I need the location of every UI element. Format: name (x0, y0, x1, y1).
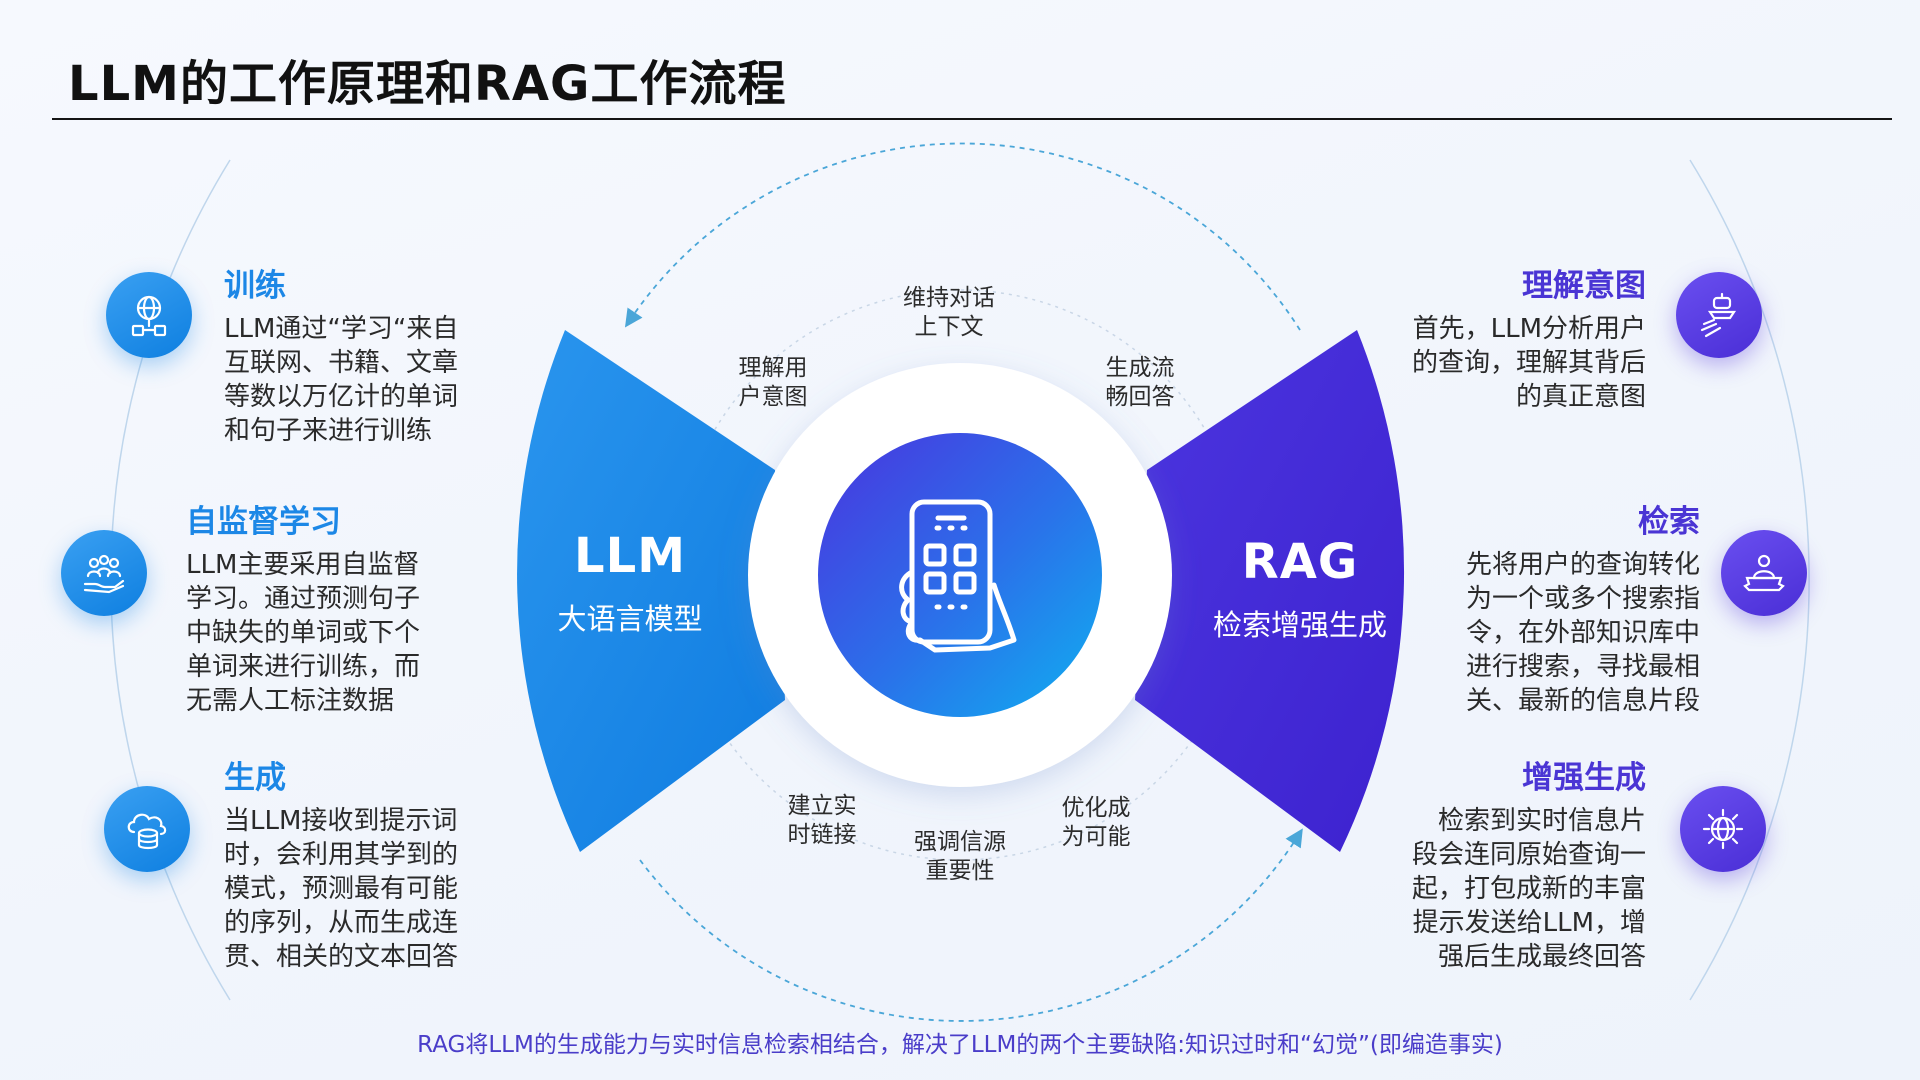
cycle-label: 维持对话 上下文 (903, 285, 995, 340)
step-heading: 自监督学习 (186, 504, 341, 540)
cycle-label: 生成流 畅回答 (1105, 355, 1175, 410)
rag-wing (1135, 330, 1405, 852)
footer-note: RAG将LLM的生成能力与实时信息检索相结合，解决了LLM的两个主要缺陷:知识过… (417, 1032, 1503, 1058)
step-heading: 训练 (224, 268, 286, 304)
cloud-database-icon (104, 786, 190, 872)
step-heading: 理解意图 (1522, 268, 1646, 304)
cycle-label: 强调信源 重要性 (914, 829, 1006, 884)
llm-subtitle: 大语言模型 (557, 602, 703, 636)
step-body: 先将用户的查询转化 为一个或多个搜索指 令，在外部知识库中 进行搜索，寻找最相 … (1465, 550, 1700, 716)
step-heading: 检索 (1638, 504, 1700, 540)
step-body: 首先，LLM分析用户 的查询，理解其背后 的真正意图 (1411, 314, 1646, 412)
rag-name: RAG (1241, 534, 1359, 590)
robot-hand-icon (1676, 272, 1762, 358)
llm-label: LLM 大语言模型 (520, 528, 740, 638)
title-divider (52, 118, 1892, 120)
step-understand-intent: 理解意图 首先，LLM分析用户 的查询，理解其背后 的真正意图 (1346, 266, 1646, 414)
step-retrieval: 检索 先将用户的查询转化 为一个或多个搜索指 令，在外部知识库中 进行搜索，寻找… (1400, 502, 1700, 718)
people-hand-icon (61, 530, 147, 616)
cycle-label: 优化成 为可能 (1061, 795, 1131, 850)
page-title: LLM的工作原理和RAG工作流程 (68, 56, 787, 112)
step-generation: 生成 当LLM接收到提示词 时，会利用其学到的 模式，预测最有可能 的序列，从而… (224, 758, 524, 974)
top-cycle-arrow (624, 142, 1301, 331)
step-heading: 生成 (224, 760, 286, 796)
step-heading: 增强生成 (1522, 760, 1646, 796)
step-augmented-generation: 增强生成 检索到实时信息片 段会连同原始查询一 起，打包成新的丰富 提示发送给L… (1346, 758, 1646, 974)
step-body: LLM主要采用自监督 学习。通过预测句子 中缺失的单词或下个 单词来进行训练，而… (186, 550, 421, 716)
cycle-label: 理解用 户意图 (738, 355, 808, 410)
globe-network-icon (106, 272, 192, 358)
person-gear-icon (1721, 530, 1807, 616)
smartphone-hand-icon (899, 499, 1017, 653)
step-self-supervised: 自监督学习 LLM主要采用自监督 学习。通过预测句子 中缺失的单词或下个 单词来… (186, 502, 486, 718)
llm-name: LLM (574, 528, 686, 584)
globe-gear-icon (1680, 786, 1766, 872)
step-training: 训练 LLM通过“学习“来自 互联网、书籍、文章 等数以万亿计的单词 和句子来进… (224, 266, 524, 448)
step-body: 检索到实时信息片 段会连同原始查询一 起，打包成新的丰富 提示发送给LLM，增 … (1411, 806, 1646, 972)
step-body: LLM通过“学习“来自 互联网、书籍、文章 等数以万亿计的单词 和句子来进行训练 (224, 314, 459, 446)
rag-subtitle: 检索增强生成 (1212, 608, 1387, 642)
rag-label: RAG 检索增强生成 (1190, 534, 1410, 644)
outer-arc-right (1689, 159, 1810, 1001)
llm-wing (517, 330, 785, 852)
cycle-label: 建立实 时链接 (787, 793, 857, 848)
step-body: 当LLM接收到提示词 时，会利用其学到的 模式，预测最有可能 的序列，从而生成连… (224, 806, 459, 972)
